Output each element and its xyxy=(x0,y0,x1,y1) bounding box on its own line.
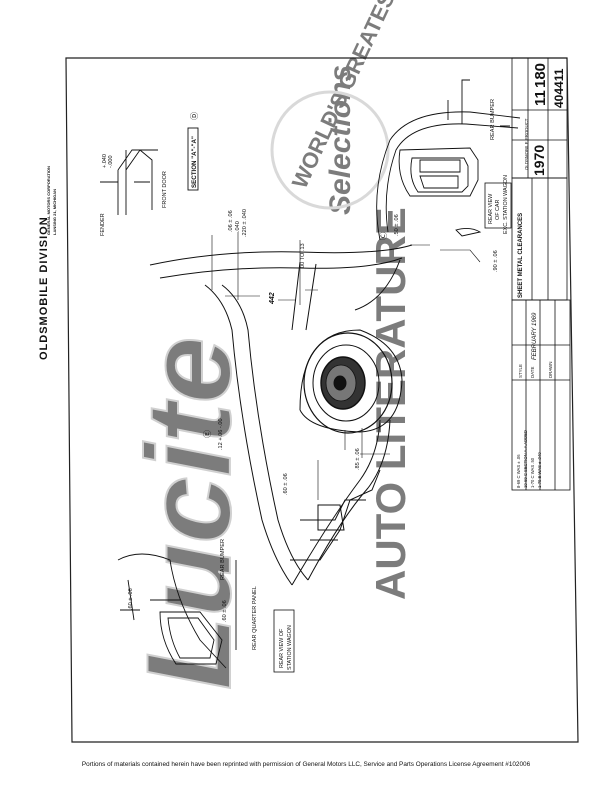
fender-label: FENDER xyxy=(100,213,106,236)
division-title: OLDSMOBILE DIVISION xyxy=(38,216,50,360)
revision-1: 8-69 C WAS ± .06 xyxy=(516,454,521,488)
rear-view-wagon-2: STATION WAGON xyxy=(287,625,293,670)
fender-tol-plus: +.040 xyxy=(102,154,108,168)
dim-d7: .60 ± .06 xyxy=(128,588,134,610)
title-block xyxy=(511,57,571,491)
revision-3: 1-70 C WAS .50 xyxy=(530,457,535,488)
exc-station-wagon-label: EXC. STATION WAGON xyxy=(503,175,509,234)
drawn-label: DRAWN xyxy=(548,362,553,378)
product-label: OLDSMOBILE PRODUCT xyxy=(524,118,529,170)
rear-view-car-2: OF CAR xyxy=(495,200,501,220)
car-body-outline xyxy=(149,244,413,586)
dim-d5: .60 ± .06 xyxy=(283,473,289,495)
date-label: DATE xyxy=(530,367,535,378)
rear-quarter-panel-label: REAR QUARTER PANEL xyxy=(252,586,258,650)
dim-d3: 00 TO .13 xyxy=(300,243,306,268)
rear-view-car-1: REAR VIEW xyxy=(488,193,494,224)
watermark: Lucite AUTO LITERATURE Selections WORLD'… xyxy=(121,0,414,691)
page-number: 180 xyxy=(532,63,549,88)
corp-name: GENERAL MOTORS CORPORATION xyxy=(46,166,51,235)
dim-d2a: .040 xyxy=(235,221,241,232)
sheet-title: SHEET METAL CLEARANCES xyxy=(518,213,524,298)
dim-d8: .60 ± .06 xyxy=(222,600,228,622)
division-header: OLDSMOBILE DIVISION GENERAL MOTORS CORPO… xyxy=(38,166,57,360)
dim-d4: .90 ± .06 xyxy=(493,250,499,272)
section-aa-label: SECTION "A"-"A" xyxy=(191,136,198,188)
style-label: STYLE xyxy=(518,364,523,378)
model-year: 1970 xyxy=(531,145,547,176)
date-value: FEBRUARY 1969 xyxy=(532,312,538,360)
fender-tol-minus: -.000 xyxy=(108,155,114,168)
watermark-tagline: Selections xyxy=(324,65,357,215)
revision-2: 10-69 C SECTION A-A ADDED xyxy=(523,430,528,488)
watermark-block: AUTO LITERATURE xyxy=(367,207,414,600)
section-aa-ref: Ⓓ xyxy=(190,112,199,120)
dimension-lines xyxy=(211,232,481,500)
dim-d1: .06 ± .06 xyxy=(228,210,234,232)
section-number: 11 xyxy=(532,90,549,106)
rear-wheel xyxy=(303,332,393,434)
ref-e: Ⓔ xyxy=(203,430,212,438)
watermark-brand: Lucite xyxy=(122,337,256,690)
rear-bumper-left-label: REAR BUMPER xyxy=(220,539,226,580)
dim-c: .50 ± .06 xyxy=(394,214,400,236)
dim-d6: .85 ± .06 xyxy=(355,448,361,470)
front-door-label: FRONT DOOR xyxy=(162,171,168,208)
corp-location: LANSING 21, MICHIGAN xyxy=(52,189,57,235)
drawing-number: 404411 xyxy=(552,68,566,108)
ref-c: Ⓒ xyxy=(379,232,388,240)
wagon-detail xyxy=(117,553,237,669)
fender-door-detail xyxy=(100,149,158,215)
revision-4: 1-70 B WAS ± .040 xyxy=(537,452,542,488)
dim-e: .12 +.06 -.00 xyxy=(218,418,224,450)
rear-bumper-detail-top xyxy=(376,79,521,241)
drawing-border xyxy=(65,57,579,743)
dim-d2b: .220 ± .040 xyxy=(242,209,248,237)
permission-footer: Portions of materials contained herein h… xyxy=(81,761,531,768)
rear-bumper-top-label: REAR BUMPER xyxy=(490,99,496,140)
rear-view-wagon-1: REAR VIEW OF xyxy=(279,628,285,668)
callout-442: 442 xyxy=(269,292,276,305)
